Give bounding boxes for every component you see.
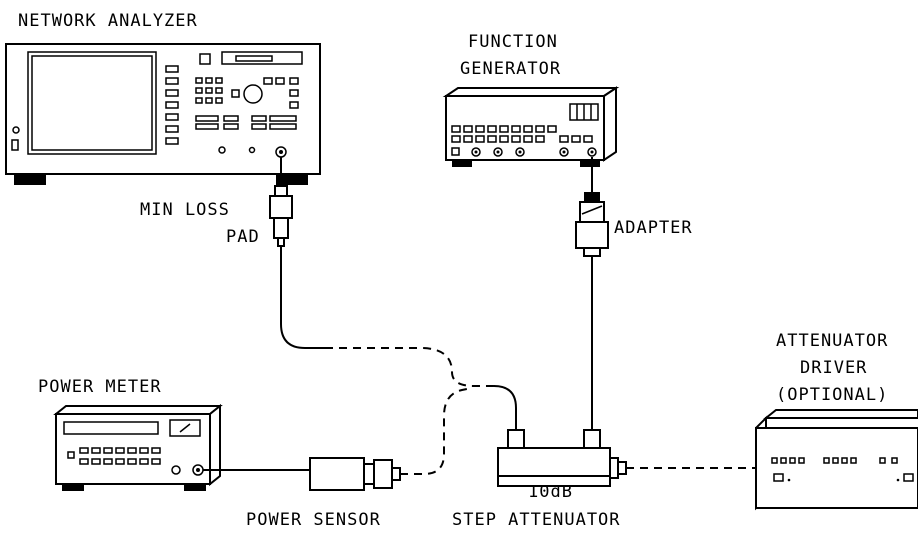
cable-pad-dashed bbox=[325, 347, 494, 387]
network-analyzer: NETWORK ANALYZER bbox=[5, 11, 321, 185]
power-sensor-label: POWER SENSOR bbox=[246, 510, 381, 530]
function-generator-label-line2: GENERATOR bbox=[460, 59, 561, 79]
power-sensor: POWER SENSOR bbox=[246, 457, 401, 530]
cable-sensor-dashed bbox=[400, 387, 473, 475]
step-attenuator: 10dB STEP ATTENUATOR bbox=[452, 429, 627, 530]
adapter: ADAPTER bbox=[575, 192, 693, 257]
adapter-label: ADAPTER bbox=[614, 218, 693, 238]
power-meter-label: POWER METER bbox=[38, 377, 162, 397]
function-generator-label-line1: FUNCTION bbox=[468, 32, 558, 52]
cable-pad-solid bbox=[280, 246, 325, 349]
min-loss-pad-label-line1: MIN LOSS bbox=[140, 200, 230, 220]
power-meter: POWER METER bbox=[38, 377, 223, 491]
attenuator-driver-label-line3: (OPTIONAL) bbox=[776, 385, 888, 405]
function-generator: FUNCTION GENERATOR bbox=[442, 32, 620, 167]
min-loss-pad: MIN LOSS PAD bbox=[140, 185, 293, 247]
attenuator-driver-label-line2: DRIVER bbox=[800, 358, 867, 378]
attenuator-driver: ATTENUATOR DRIVER (OPTIONAL) bbox=[755, 331, 918, 511]
step-attenuator-label-line2: STEP ATTENUATOR bbox=[452, 510, 621, 530]
cable-pad-to-attenuator bbox=[493, 385, 517, 430]
cables bbox=[203, 157, 756, 475]
min-loss-pad-label-line2: PAD bbox=[226, 227, 260, 247]
network-analyzer-label: NETWORK ANALYZER bbox=[18, 11, 198, 31]
attenuator-driver-label-line1: ATTENUATOR bbox=[776, 331, 888, 351]
